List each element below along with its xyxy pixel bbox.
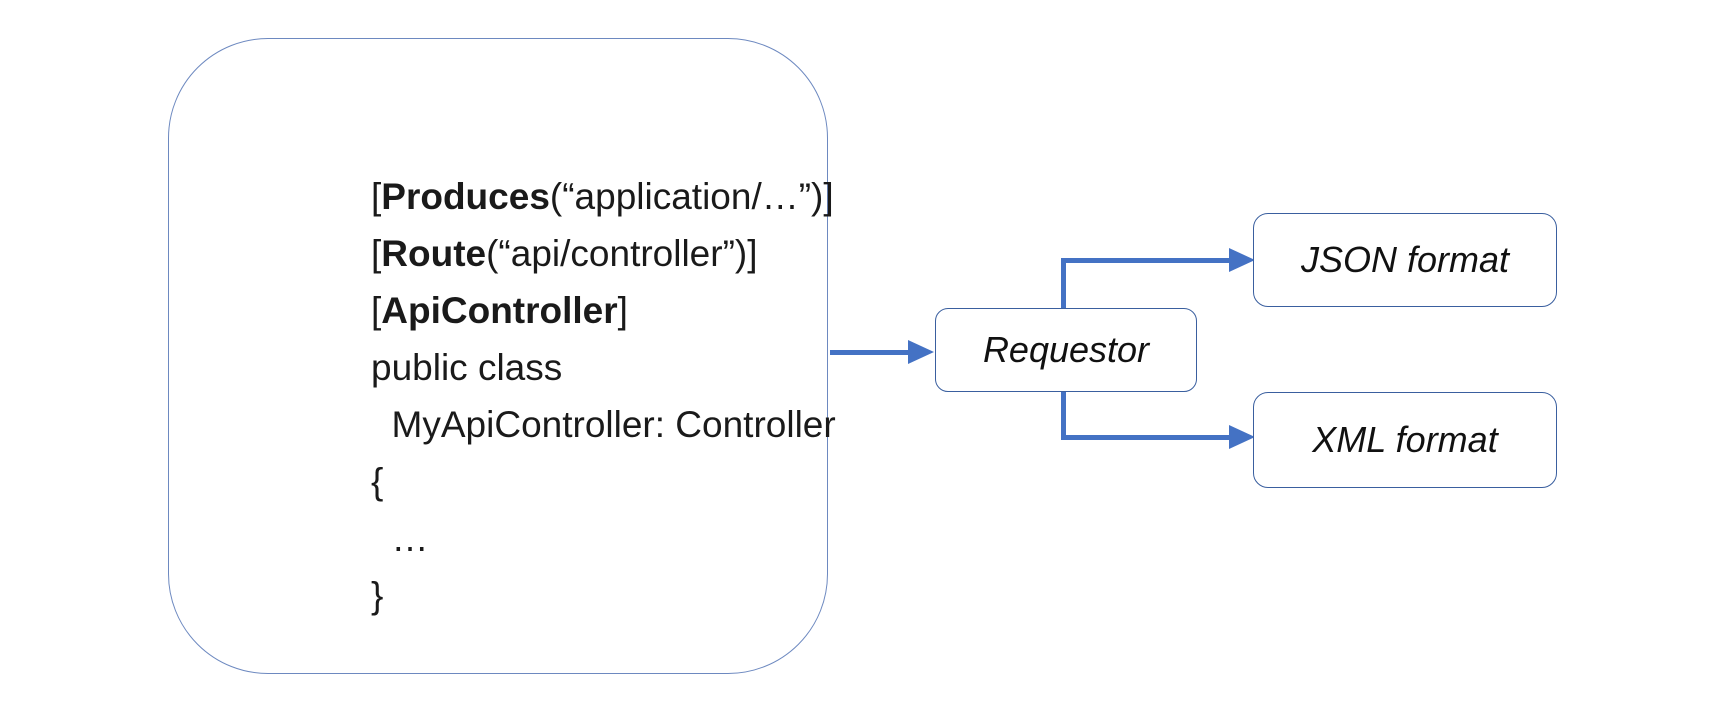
arrowhead-code-to-requestor [908,340,934,364]
arrowhead-requestor-to-xml [1229,425,1255,449]
connector-requestor-json-vertical [1061,258,1066,308]
arrowhead-requestor-to-json [1229,248,1255,272]
connector-requestor-json-horizontal [1061,258,1231,263]
code-line: … [371,518,429,559]
json-format-label: JSON format [1300,239,1510,280]
code-line: [Produces(“application/…”)] [371,176,834,217]
requestor-node: Requestor [935,308,1197,392]
connector-requestor-xml-horizontal [1061,435,1231,440]
code-line: } [371,575,384,616]
requestor-label: Requestor [982,329,1150,370]
xml-format-node: XML format [1253,392,1557,488]
code-container-shape: [Produces(“application/…”)] [Route(“api/c… [168,38,836,674]
json-format-node: JSON format [1253,213,1557,307]
code-line: [ApiController] [371,290,628,331]
code-text: [Produces(“application/…”)] [Route(“api/c… [371,168,836,624]
xml-format-label: XML format [1312,419,1498,460]
connector-code-to-requestor [830,350,910,355]
code-line: public class [371,347,563,388]
code-line: [Route(“api/controller”)] [371,233,758,274]
code-line: { [371,461,384,502]
code-line: MyApiController: Controller [371,404,836,445]
connector-requestor-xml-vertical [1061,392,1066,439]
